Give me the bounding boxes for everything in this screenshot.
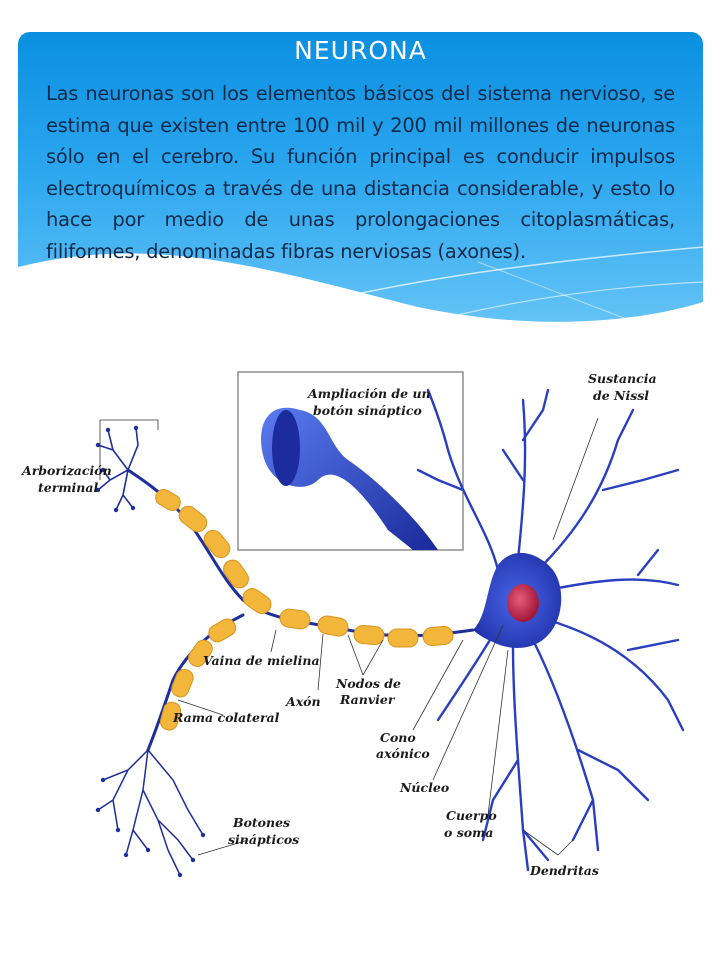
label-axon: Axón	[285, 694, 321, 709]
label-vaina-mielina: Vaina de mielina	[203, 653, 320, 668]
myelin-sheath	[155, 489, 454, 731]
label-ampliacion-2: botón sináptico	[313, 403, 422, 418]
label-ampliacion-1: Ampliación de un	[307, 386, 431, 401]
label-cuerpo-2: o soma	[444, 825, 493, 840]
terminal-arborization	[97, 427, 139, 511]
label-nodos-2: Ranvier	[339, 692, 396, 707]
label-cono-1: Cono	[380, 730, 416, 745]
cell-body	[473, 552, 562, 648]
synaptic-bouton-inset	[237, 371, 464, 551]
label-leader-lines	[177, 417, 599, 856]
synaptic-buttons	[95, 777, 206, 878]
label-nucleo: Núcleo	[399, 780, 449, 795]
label-botones-1: Botones	[232, 815, 290, 830]
header-banner: NEURONA Las neuronas son los elementos b…	[18, 32, 703, 330]
collateral-arborization	[97, 749, 204, 876]
label-nissl-1: Sustancia	[588, 371, 657, 386]
label-dendritas: Dendritas	[529, 863, 599, 878]
label-nodos-1: Nodos de	[335, 676, 401, 691]
diagram-labels: Arborización terminal Ampliación de un b…	[21, 371, 657, 878]
neuron-diagram: Arborización terminal Ampliación de un b…	[21, 371, 685, 878]
label-nissl-2: de Nissl	[593, 388, 649, 403]
arborization-bracket	[99, 419, 159, 480]
label-arborizacion-1: Arborización	[21, 463, 112, 478]
label-rama-colateral: Rama colateral	[172, 710, 280, 725]
label-botones-2: sinápticos	[228, 832, 299, 847]
terminal-boutons	[95, 425, 139, 513]
slide-intro-paragraph: Las neuronas son los elementos básicos d…	[46, 82, 675, 263]
label-cuerpo-1: Cuerpo	[446, 808, 497, 823]
nucleus	[507, 584, 539, 622]
label-arborizacion-2: terminal	[38, 480, 98, 495]
header-wave-decoration	[18, 246, 703, 330]
label-cono-2: axónico	[376, 746, 430, 761]
slide-title: NEURONA	[294, 36, 427, 65]
dendrites	[416, 388, 685, 872]
